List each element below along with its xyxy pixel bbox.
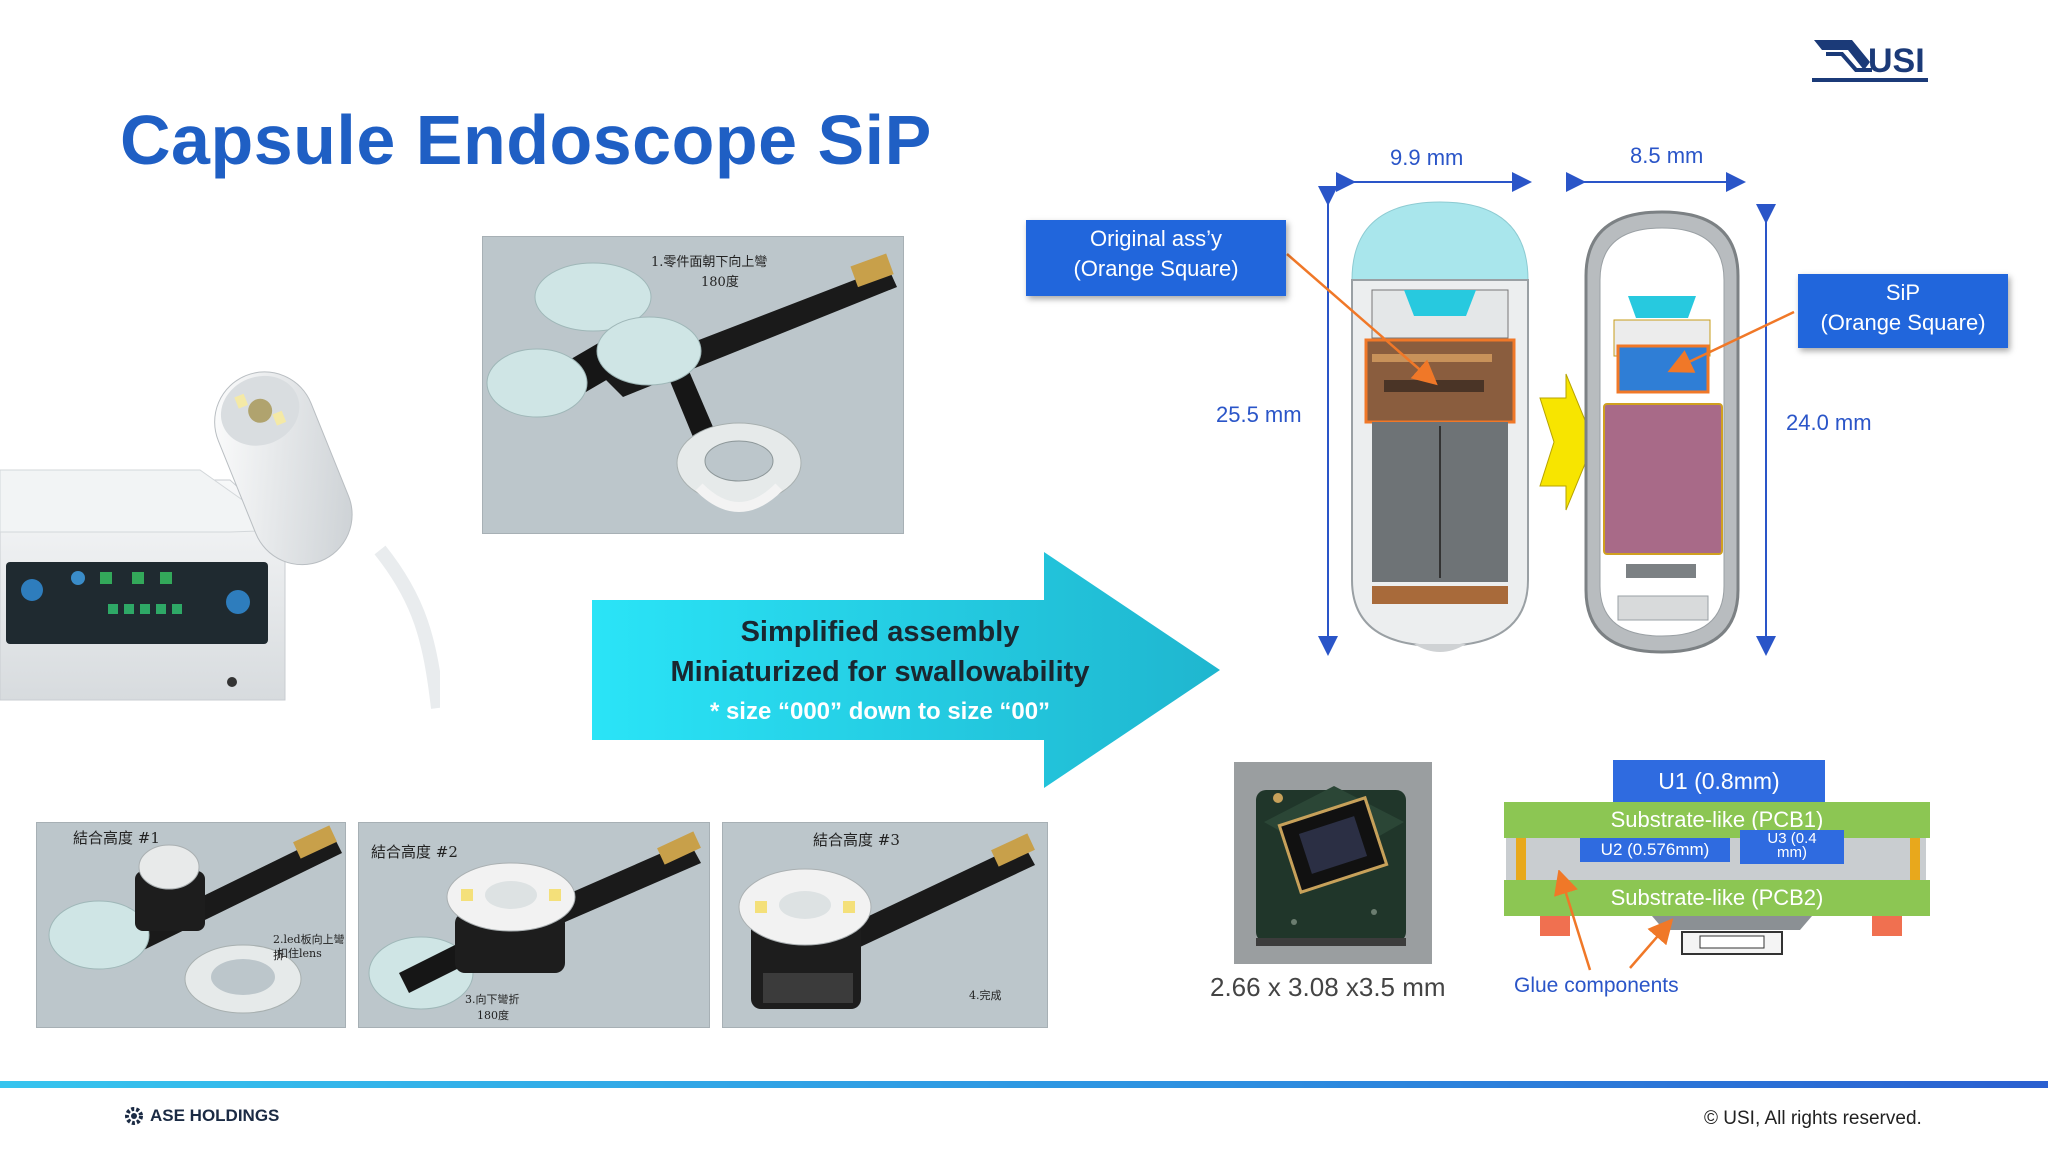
ase-holdings-logo: ASE HOLDINGS [122,1104,279,1128]
sip-label-line1: SiP [1885,280,1921,305]
pcb2-layer: Substrate-like (PCB2) [1504,880,1930,916]
step1-note-2: 扣住lens [277,947,322,960]
assembly-step-image-3: 結合高度 #3 4.完成 [722,822,1048,1028]
copyright-text: © USI, All rights reserved. [1704,1108,1922,1129]
width-sip-label: 8.5 mm [1630,143,1704,168]
bottom-component-left [1540,916,1570,936]
capsule-comparison-diagram [1286,172,1795,656]
height-sip-label: 24.0 mm [1786,410,1872,435]
step3-note: 4.完成 [969,989,1002,1002]
endoscope-device-photo [0,340,445,710]
step1-note: 2.led板向上彎折 [273,933,345,962]
flex-image-1-caption-angle: 180度 [701,275,739,290]
step3-caption: 結合高度 #3 [813,831,900,849]
u3-block: U3 (0.4 mm) [1740,830,1844,864]
footer-bar [0,1081,2048,1088]
u3-label-line2: mm) [1777,844,1807,861]
original-assembly-label: Original ass’y (Orange Square) [1026,220,1286,296]
flex-image-1-caption: 1.零件面朝下向上彎 [651,255,768,270]
arrow-line-1: Simplified assembly [740,616,1020,648]
slide-title: Capsule Endoscope SiP [120,101,932,179]
sip-label-line2: (Orange Square) [1820,310,1986,335]
ase-gear-icon [125,1107,143,1125]
usi-logo: USI [1812,40,1928,82]
flex-assembly-image-1: 1.零件面朝下向上彎 180度 [482,236,904,534]
sip-chip-photo [1234,762,1432,964]
svg-text:USI: USI [1868,42,1925,80]
original-assembly-label-line2: (Orange Square) [1073,256,1239,281]
stack-diagram: Substrate-like (PCB1) U2 (0.576mm) U3 (0… [1504,800,1930,960]
pcb1-layer: Substrate-like (PCB1) [1504,802,1930,838]
step2-caption: 結合高度 #2 [371,843,458,861]
ase-holdings-text: ASE HOLDINGS [150,1106,280,1125]
right-orange-pad [1910,838,1920,880]
step1-caption: 結合高度 #1 [73,829,160,847]
assembly-step-image-1: 結合高度 #1 2.led板向上彎折 扣住lens [36,822,346,1028]
step2-note-2: 180度 [477,1009,509,1022]
bottom-component-right [1872,916,1902,936]
arrow-line-3: * size “000” down to size “00” [709,698,1051,725]
height-original-label: 25.5 mm [1216,402,1302,427]
step2-note: 3.向下彎折 [465,993,520,1006]
assembly-step-image-2: 結合高度 #2 3.向下彎折 180度 [358,822,710,1028]
u2-block: U2 (0.576mm) [1580,838,1730,862]
bottom-connector [1652,916,1812,955]
sip-label: SiP (Orange Square) [1798,274,2008,348]
original-assembly-label-line1: Original ass’y [1089,226,1223,251]
arrow-line-2: Miniaturized for swallowability [670,656,1090,688]
u1-block: U1 (0.8mm) [1613,760,1825,802]
chip-dimensions: 2.66 x 3.08 x3.5 mm [1210,972,1446,1002]
process-arrow [592,552,1220,788]
left-orange-pad [1516,838,1526,880]
glue-pointers [1554,870,1674,971]
width-original-label: 9.9 mm [1390,145,1464,170]
glue-components-label: Glue components [1514,974,1679,997]
u3-label-line1: U3 (0.4 [1767,830,1817,847]
